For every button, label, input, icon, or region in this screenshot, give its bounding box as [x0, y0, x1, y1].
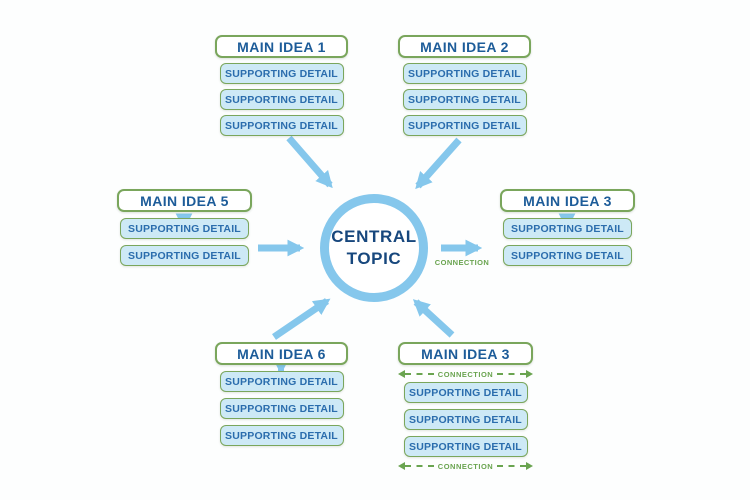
supporting-detail-label: SUPPORTING DETAIL	[225, 67, 338, 80]
arrowhead-left-icon	[398, 462, 405, 470]
supporting-detail-box: SUPPORTING DETAIL	[402, 115, 527, 136]
connection-label-bottom: CONNECTION	[437, 461, 494, 471]
central-topic-line1: CENTRAL	[331, 227, 417, 247]
supporting-detail-label: SUPPORTING DETAIL	[409, 386, 522, 399]
main-idea-5-label: MAIN IDEA 5	[140, 192, 229, 209]
supporting-detail-label: SUPPORTING DETAIL	[225, 402, 338, 415]
dashed-line	[497, 465, 527, 467]
connection-label-top: CONNECTION	[437, 369, 494, 379]
supporting-detail-box: SUPPORTING DETAIL	[219, 425, 344, 446]
main-idea-6-box: MAIN IDEA 6	[215, 342, 348, 365]
main-idea-3-bottom-label: MAIN IDEA 3	[421, 345, 510, 362]
supporting-detail-box: SUPPORTING DETAIL	[120, 245, 249, 266]
supporting-detail-label: SUPPORTING DETAIL	[128, 249, 241, 262]
supporting-detail-label: SUPPORTING DETAIL	[225, 93, 338, 106]
group-main-idea-2: MAIN IDEA 2 SUPPORTING DETAIL SUPPORTING…	[398, 35, 531, 136]
group-main-idea-6: MAIN IDEA 6 SUPPORTING DETAIL SUPPORTING…	[215, 342, 348, 446]
group-main-idea-3-right: MAIN IDEA 3 SUPPORTING DETAIL SUPPORTING…	[500, 189, 635, 266]
central-topic-node: CENTRAL TOPIC	[320, 194, 428, 302]
main-idea-5-box: MAIN IDEA 5	[117, 189, 252, 212]
supporting-detail-box: SUPPORTING DETAIL	[219, 371, 344, 392]
supporting-detail-box: SUPPORTING DETAIL	[403, 409, 528, 430]
central-topic-line2: TOPIC	[346, 249, 402, 268]
main-idea-3-bottom-box: MAIN IDEA 3	[398, 342, 533, 365]
supporting-detail-label: SUPPORTING DETAIL	[408, 119, 521, 132]
main-idea-3-right-label: MAIN IDEA 3	[523, 192, 612, 209]
dashed-line	[497, 373, 527, 375]
supporting-detail-label: SUPPORTING DETAIL	[511, 222, 624, 235]
group-main-idea-5: MAIN IDEA 5 SUPPORTING DETAIL SUPPORTING…	[117, 189, 252, 266]
arrow-icon-topleft-to-center	[286, 135, 333, 189]
supporting-detail-label: SUPPORTING DETAIL	[409, 440, 522, 453]
supporting-detail-label: SUPPORTING DETAIL	[225, 119, 338, 132]
connection-dashed-arrow-bottom: CONNECTION	[398, 461, 534, 471]
main-idea-2-box: MAIN IDEA 2	[398, 35, 531, 58]
dashed-line	[405, 373, 434, 375]
supporting-detail-label: SUPPORTING DETAIL	[408, 93, 521, 106]
arrow-icon-topright-to-center	[415, 137, 462, 190]
arrow-icon-bottomright-to-center	[412, 299, 455, 338]
supporting-detail-box: SUPPORTING DETAIL	[503, 218, 632, 239]
arrowhead-left-icon	[398, 370, 405, 378]
supporting-detail-box: SUPPORTING DETAIL	[503, 245, 632, 266]
main-idea-1-label: MAIN IDEA 1	[237, 38, 326, 55]
dashed-line	[405, 465, 434, 467]
supporting-detail-box: SUPPORTING DETAIL	[402, 89, 527, 110]
supporting-detail-box: SUPPORTING DETAIL	[219, 89, 344, 110]
arrow-icon-bottomleft-to-center	[272, 298, 331, 340]
main-idea-3-right-box: MAIN IDEA 3	[500, 189, 635, 212]
connection-dashed-arrow-top: CONNECTION	[398, 369, 534, 379]
group-main-idea-1: MAIN IDEA 1 SUPPORTING DETAIL SUPPORTING…	[215, 35, 348, 136]
supporting-detail-label: SUPPORTING DETAIL	[409, 413, 522, 426]
connection-label-center-right: CONNECTION	[434, 258, 490, 267]
supporting-detail-box: SUPPORTING DETAIL	[402, 63, 527, 84]
supporting-detail-box: SUPPORTING DETAIL	[403, 382, 528, 403]
supporting-detail-label: SUPPORTING DETAIL	[225, 429, 338, 442]
arrowhead-right-icon	[526, 462, 534, 470]
main-idea-2-label: MAIN IDEA 2	[420, 38, 509, 55]
supporting-detail-box: SUPPORTING DETAIL	[219, 63, 344, 84]
supporting-detail-label: SUPPORTING DETAIL	[225, 375, 338, 388]
group-main-idea-3-bottom: MAIN IDEA 3 CONNECTION SUPPORTING DETAIL…	[398, 342, 534, 471]
arrowhead-right-icon	[526, 370, 534, 378]
supporting-detail-label: SUPPORTING DETAIL	[128, 222, 241, 235]
supporting-detail-box: SUPPORTING DETAIL	[219, 115, 344, 136]
main-idea-1-box: MAIN IDEA 1	[215, 35, 348, 58]
supporting-detail-label: SUPPORTING DETAIL	[511, 249, 624, 262]
supporting-detail-box: SUPPORTING DETAIL	[403, 436, 528, 457]
main-idea-6-label: MAIN IDEA 6	[237, 345, 326, 362]
supporting-detail-box: SUPPORTING DETAIL	[219, 398, 344, 419]
supporting-detail-label: SUPPORTING DETAIL	[408, 67, 521, 80]
supporting-detail-box: SUPPORTING DETAIL	[120, 218, 249, 239]
